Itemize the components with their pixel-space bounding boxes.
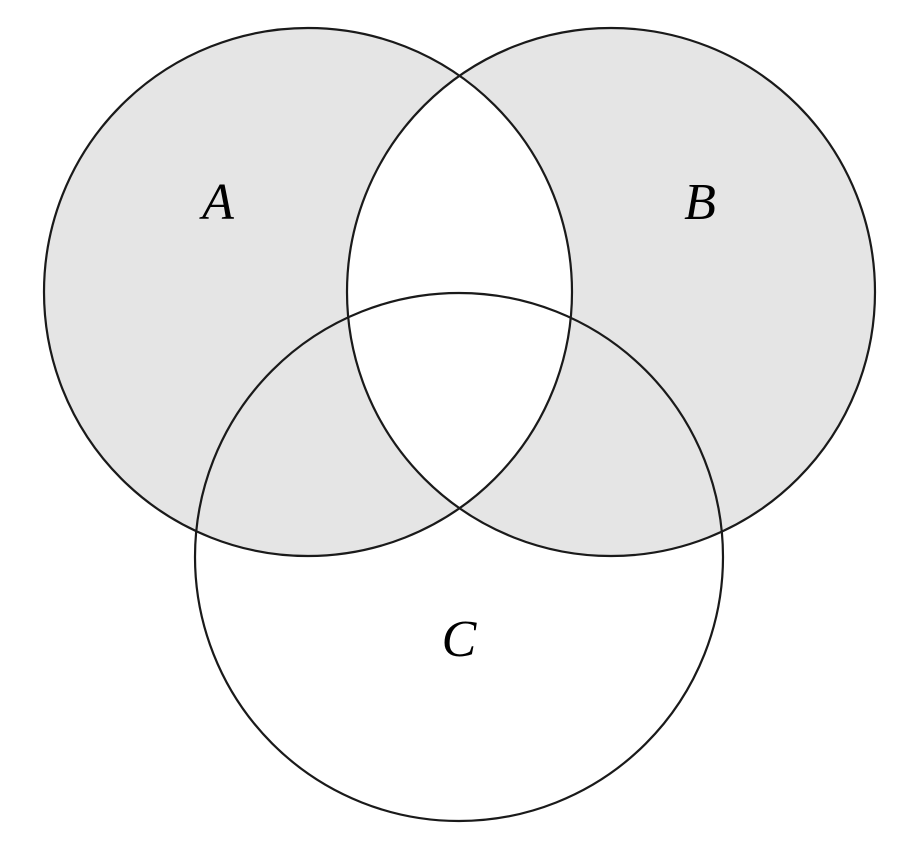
- set-label-c: C: [442, 611, 478, 668]
- set-label-a: A: [199, 174, 234, 231]
- set-label-b: B: [684, 174, 716, 231]
- circle-outline-a[interactable]: [42, 26, 574, 558]
- circle-outline-c[interactable]: [193, 291, 725, 823]
- circle-outline-group: [42, 26, 877, 823]
- set-label-group: A B C: [199, 174, 716, 668]
- circle-outline-b[interactable]: [345, 26, 877, 558]
